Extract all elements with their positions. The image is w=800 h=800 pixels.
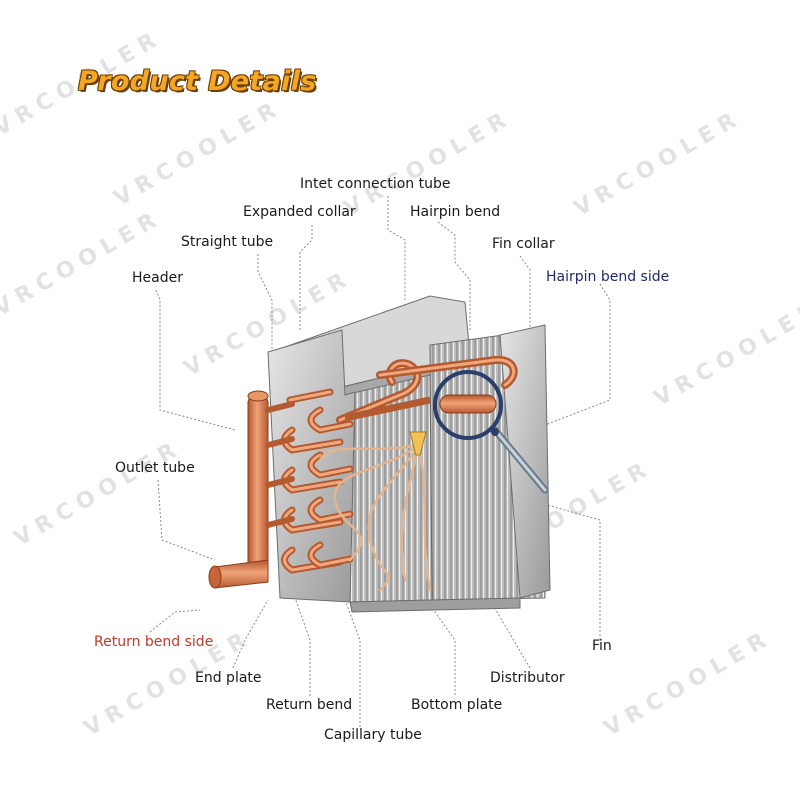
label-bottom-plate: Bottom plate bbox=[411, 697, 503, 713]
label-header: Header bbox=[132, 270, 183, 286]
label-distributor: Distributor bbox=[490, 670, 565, 686]
page-title: Product Details bbox=[78, 66, 317, 97]
label-fin: Fin bbox=[592, 638, 612, 654]
label-hairpin-bend-side: Hairpin bend side bbox=[546, 269, 670, 285]
label-inlet-connection-tube: Intet connection tube bbox=[300, 176, 451, 192]
label-return-bend-side: Return bend side bbox=[94, 634, 214, 650]
label-expanded-collar: Expanded collar bbox=[243, 204, 356, 220]
label-straight-tube: Straight tube bbox=[181, 234, 274, 250]
leader-lines bbox=[149, 196, 611, 727]
label-hairpin-bend: Hairpin bend bbox=[410, 204, 501, 220]
label-outlet-tube: Outlet tube bbox=[115, 460, 195, 476]
label-return-bend: Return bend bbox=[266, 697, 353, 713]
label-fin-collar: Fin collar bbox=[492, 236, 555, 252]
label-end-plate: End plate bbox=[195, 670, 262, 686]
label-capillary-tube: Capillary tube bbox=[324, 727, 422, 743]
